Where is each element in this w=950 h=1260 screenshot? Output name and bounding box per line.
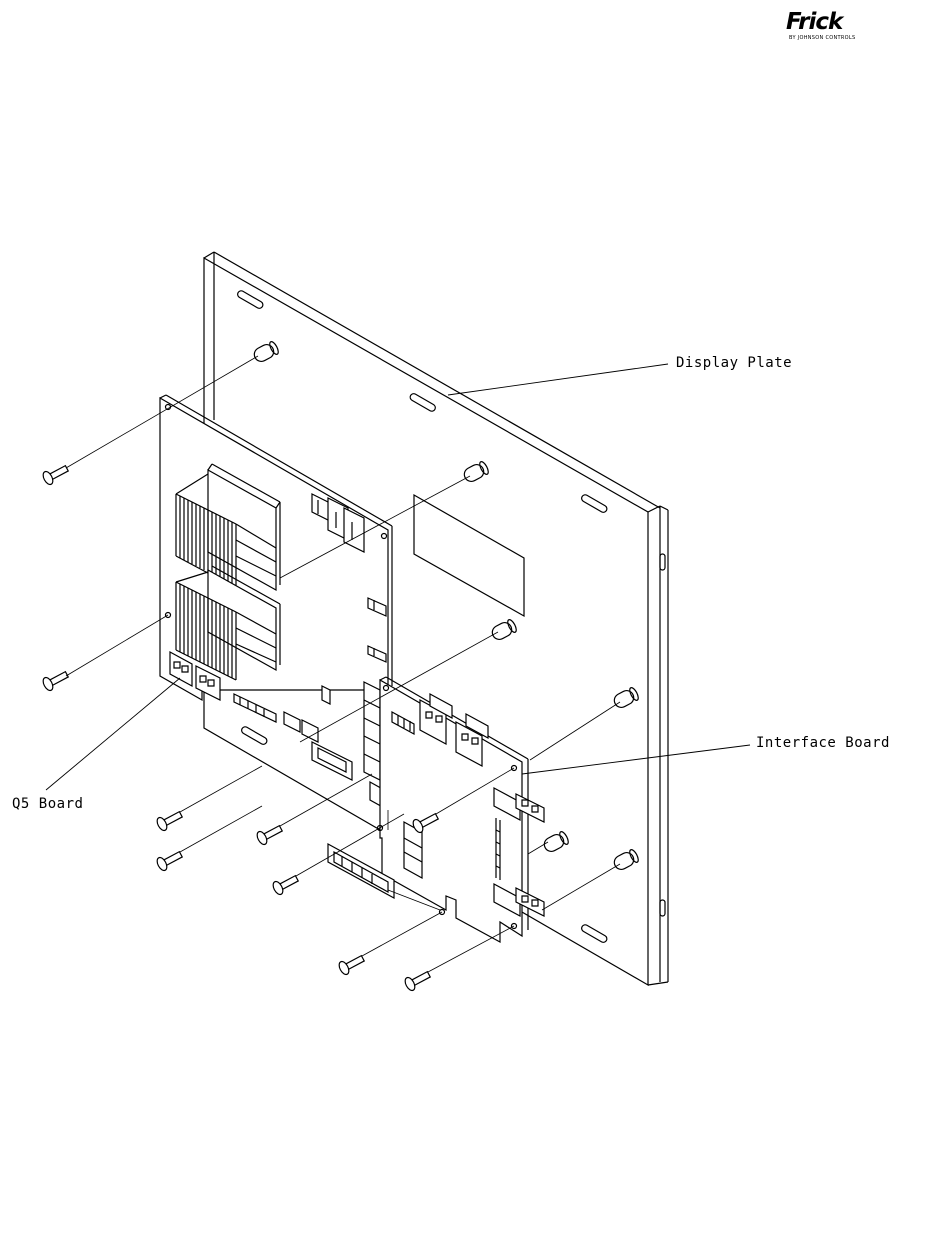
leader-display-plate [448,364,668,395]
leader-q5-board [46,678,180,790]
screw [255,826,282,846]
screw [155,812,182,832]
screw [337,956,364,976]
interface-board-label: Interface Board [756,735,890,751]
screw [155,852,182,872]
screw [403,972,430,992]
screw [41,466,68,486]
plate-side-slot [660,900,665,916]
plate-side-slot [660,554,665,570]
display-plate-label: Display Plate [676,355,792,371]
q5-board-label: Q5 Board [12,796,83,812]
screw [271,876,298,896]
screw [41,672,68,692]
